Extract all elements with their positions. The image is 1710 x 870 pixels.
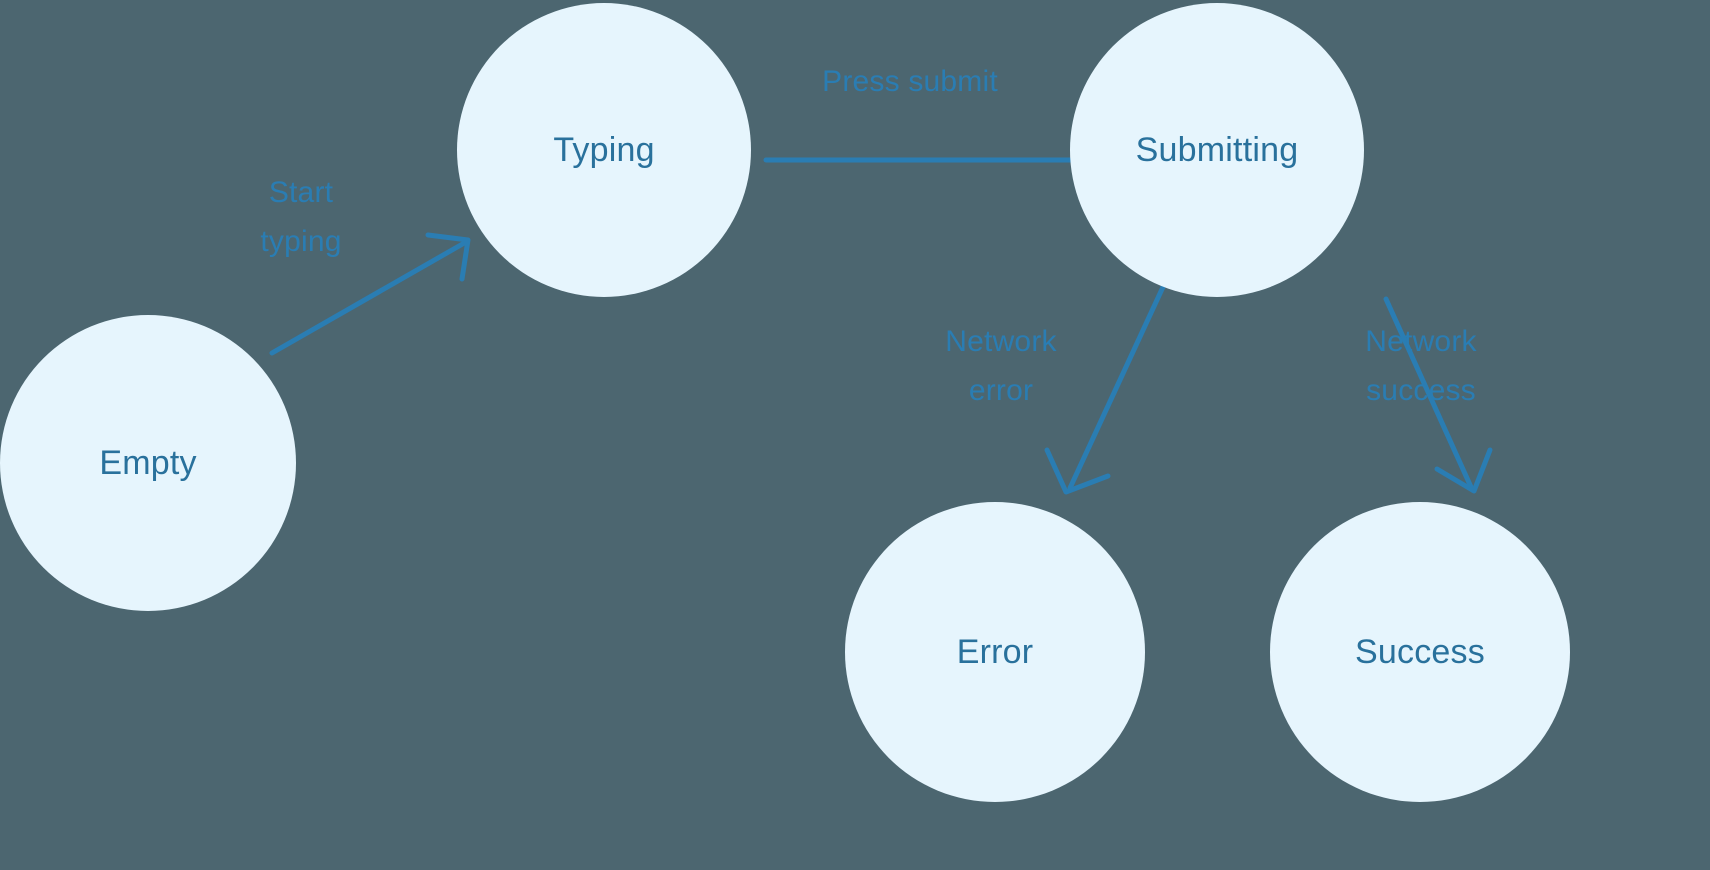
- state-node-error[interactable]: Error: [845, 502, 1145, 802]
- state-node-submitting-label: Submitting: [1135, 131, 1299, 169]
- state-node-typing-label: Typing: [553, 131, 655, 169]
- state-node-success[interactable]: Success: [1270, 502, 1570, 802]
- state-node-submitting[interactable]: Submitting: [1070, 3, 1364, 297]
- edge-label-press-submit: Press submit: [822, 65, 998, 98]
- state-node-error-label: Error: [956, 633, 1034, 671]
- state-node-success-label: Success: [1355, 633, 1485, 671]
- state-node-empty[interactable]: Empty: [0, 315, 296, 611]
- edge-label-network-success: Network success: [1365, 325, 1477, 407]
- edge-label-start-typing: Start typing: [260, 176, 342, 258]
- state-node-typing[interactable]: Typing: [457, 3, 751, 297]
- edge-label-network-error: Network error: [945, 325, 1057, 407]
- state-node-empty-label: Empty: [99, 444, 197, 482]
